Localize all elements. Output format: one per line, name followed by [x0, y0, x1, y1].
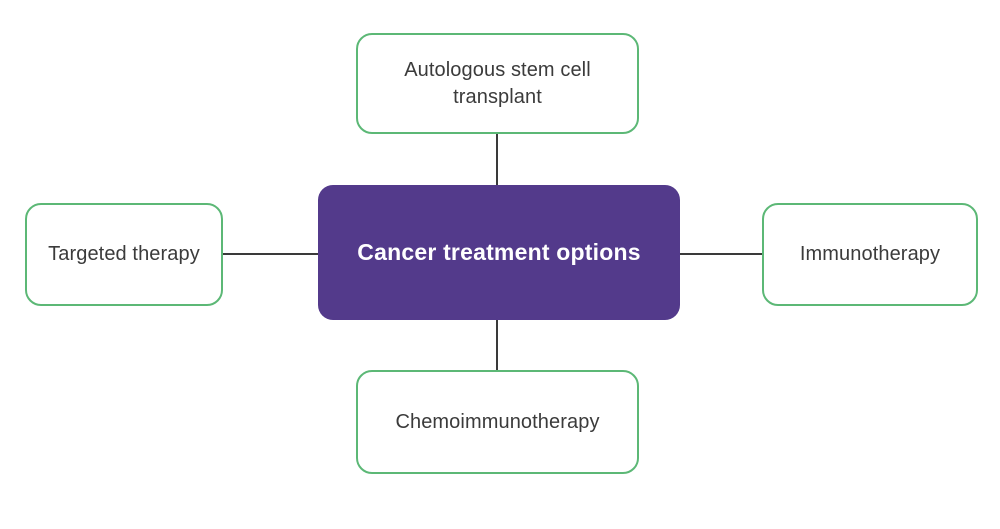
connector-center-to-bottom: [496, 319, 498, 371]
connector-top-to-center: [496, 133, 498, 186]
node-chemoimmunotherapy[interactable]: Chemoimmunotherapy: [356, 370, 639, 474]
node-chemoimmunotherapy-label: Chemoimmunotherapy: [395, 410, 600, 433]
node-autologous-stem-cell-transplant-label: Autologous stem cell transplant: [404, 59, 591, 108]
node-targeted-therapy-label: Targeted therapy: [48, 243, 200, 266]
connector-center-to-right: [679, 253, 763, 255]
node-immunotherapy-label: Immunotherapy: [799, 243, 941, 266]
connector-left-to-center: [222, 253, 319, 255]
node-autologous-stem-cell-transplant[interactable]: Autologous stem cell transplant: [356, 33, 639, 134]
center-node-label: Cancer treatment options: [357, 238, 641, 265]
node-immunotherapy[interactable]: Immunotherapy: [762, 203, 978, 306]
node-targeted-therapy[interactable]: Targeted therapy: [25, 203, 223, 306]
center-node[interactable]: Cancer treatment options: [318, 185, 680, 320]
